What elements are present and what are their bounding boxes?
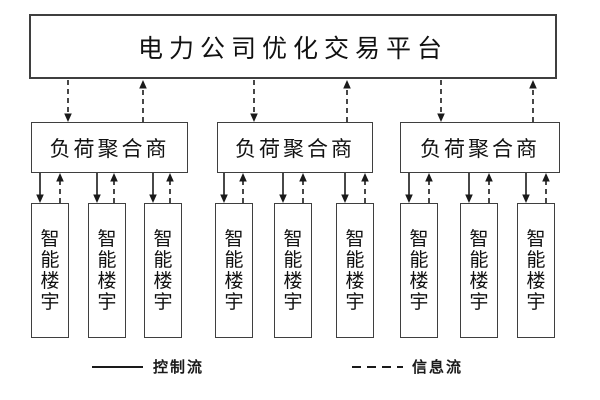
legend-control-label: 控制流 (153, 358, 205, 376)
aggregator-box-1: 负荷聚合商 (31, 122, 188, 173)
aggregator-box-3: 负荷聚合商 (400, 122, 560, 173)
building-label: 智能楼宇 (283, 227, 303, 313)
building-box-4: 智能楼宇 (215, 203, 253, 338)
building-label: 智能楼宇 (469, 227, 489, 313)
platform-box: 电力公司优化交易平台 (29, 14, 557, 79)
building-box-6: 智能楼宇 (336, 203, 374, 338)
building-label: 智能楼宇 (40, 227, 60, 313)
building-box-3: 智能楼宇 (144, 203, 182, 338)
building-label: 智能楼宇 (153, 227, 173, 313)
legend-info-label: 信息流 (412, 358, 464, 376)
building-box-9: 智能楼宇 (517, 203, 555, 338)
building-box-2: 智能楼宇 (88, 203, 126, 338)
building-box-5: 智能楼宇 (274, 203, 312, 338)
aggregator-label: 负荷聚合商 (420, 136, 540, 161)
platform-label: 电力公司优化交易平台 (137, 33, 448, 63)
building-box-1: 智能楼宇 (31, 203, 69, 338)
building-label: 智能楼宇 (526, 227, 546, 313)
aggregator-label: 负荷聚合商 (49, 136, 170, 161)
building-box-7: 智能楼宇 (400, 203, 438, 338)
building-label: 智能楼宇 (224, 227, 244, 313)
aggregator-label: 负荷聚合商 (235, 136, 355, 161)
aggregator-box-2: 负荷聚合商 (217, 122, 373, 173)
building-label: 智能楼宇 (97, 227, 117, 313)
building-label: 智能楼宇 (409, 227, 429, 313)
building-label: 智能楼宇 (345, 227, 365, 313)
building-box-8: 智能楼宇 (460, 203, 498, 338)
